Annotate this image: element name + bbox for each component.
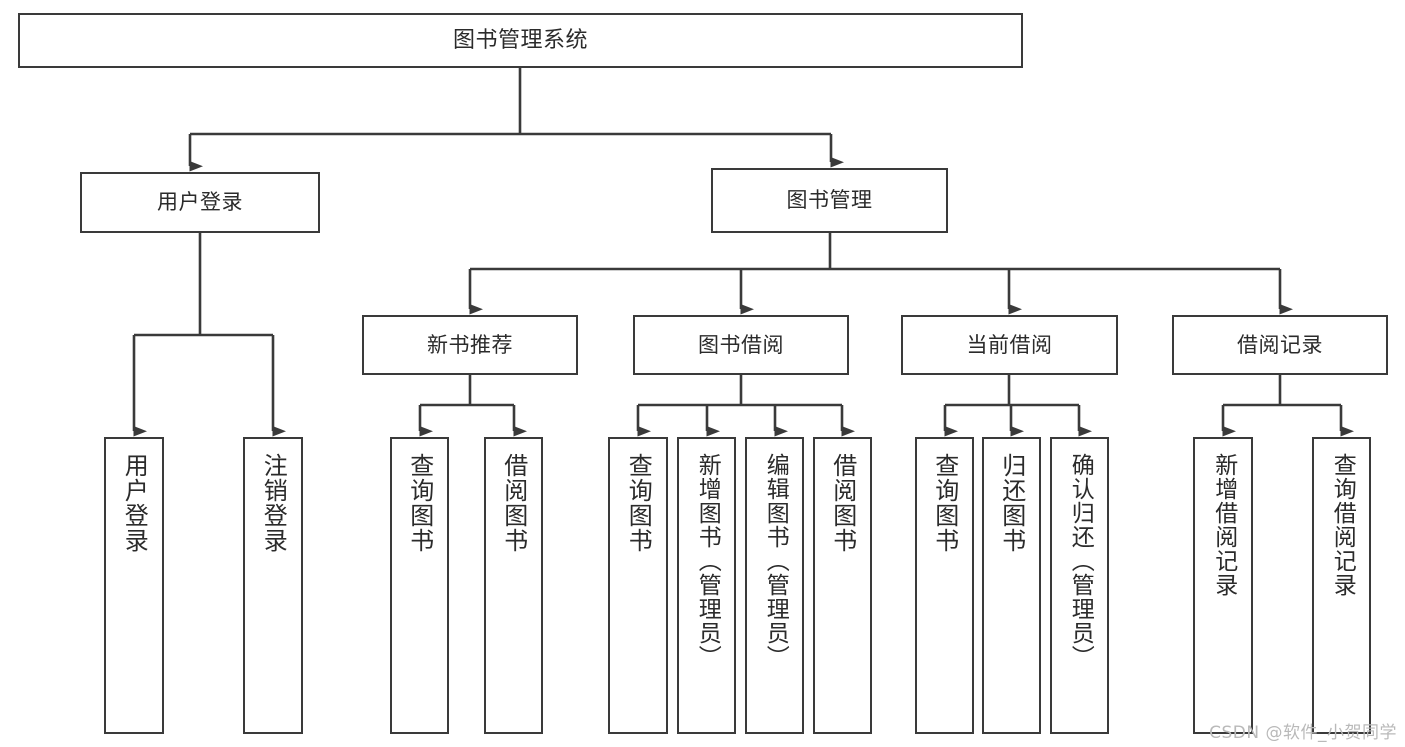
leaf-borrow-book-bb-label: 借阅图书 bbox=[828, 453, 857, 553]
leaf-query-book-cb[interactable]: 查询图书 bbox=[915, 437, 974, 734]
leaf-user-login-label: 用户登录 bbox=[120, 453, 149, 553]
leaf-add-borrow-record[interactable]: 新增借阅记录 bbox=[1193, 437, 1253, 734]
leaf-borrow-book-bb[interactable]: 借阅图书 bbox=[813, 437, 872, 734]
leaf-add-borrow-record-label: 新增借阅记录 bbox=[1210, 453, 1237, 597]
node-current-borrow-label: 当前借阅 bbox=[966, 332, 1053, 357]
leaf-edit-book-admin-label: 编辑图书（管理员） bbox=[762, 453, 789, 669]
node-user-login-label: 用户登录 bbox=[157, 190, 243, 215]
leaf-user-login[interactable]: 用户登录 bbox=[104, 437, 164, 734]
node-root-label: 图书管理系统 bbox=[452, 27, 588, 53]
leaf-query-book-bb[interactable]: 查询图书 bbox=[608, 437, 668, 734]
leaf-borrow-book-nb-label: 借阅图书 bbox=[499, 453, 528, 553]
leaf-logout-label: 注销登录 bbox=[259, 453, 288, 553]
node-new-book-recommend[interactable]: 新书推荐 bbox=[362, 315, 578, 375]
leaf-return-book[interactable]: 归还图书 bbox=[982, 437, 1041, 734]
node-current-borrow[interactable]: 当前借阅 bbox=[901, 315, 1118, 375]
leaf-query-borrow-record[interactable]: 查询借阅记录 bbox=[1312, 437, 1371, 734]
leaf-add-book-admin-label: 新增图书（管理员） bbox=[694, 453, 721, 669]
watermark: CSDN @软件_小贺同学 bbox=[1209, 723, 1397, 743]
leaf-return-book-label: 归还图书 bbox=[997, 453, 1026, 553]
leaf-edit-book-admin[interactable]: 编辑图书（管理员） bbox=[745, 437, 804, 734]
leaf-confirm-return-admin[interactable]: 确认归还（管理员） bbox=[1050, 437, 1109, 734]
node-root[interactable]: 图书管理系统 bbox=[18, 13, 1023, 68]
leaf-borrow-book-nb[interactable]: 借阅图书 bbox=[484, 437, 543, 734]
node-book-management-label: 图书管理 bbox=[786, 188, 873, 213]
leaf-query-book-nb-label: 查询图书 bbox=[405, 453, 434, 553]
leaf-query-book-nb[interactable]: 查询图书 bbox=[390, 437, 449, 734]
leaf-confirm-return-admin-label: 确认归还（管理员） bbox=[1067, 453, 1094, 669]
node-book-management[interactable]: 图书管理 bbox=[711, 168, 948, 233]
leaf-query-book-bb-label: 查询图书 bbox=[624, 453, 653, 553]
leaf-query-book-cb-label: 查询图书 bbox=[930, 453, 959, 553]
node-user-login[interactable]: 用户登录 bbox=[80, 172, 320, 233]
leaf-logout[interactable]: 注销登录 bbox=[243, 437, 303, 734]
leaf-add-book-admin[interactable]: 新增图书（管理员） bbox=[677, 437, 736, 734]
node-borrow-record-label: 借阅记录 bbox=[1237, 332, 1323, 357]
node-book-borrow[interactable]: 图书借阅 bbox=[633, 315, 849, 375]
node-borrow-record[interactable]: 借阅记录 bbox=[1172, 315, 1388, 375]
node-new-book-recommend-label: 新书推荐 bbox=[427, 332, 513, 357]
node-book-borrow-label: 图书借阅 bbox=[698, 332, 784, 357]
leaf-query-borrow-record-label: 查询借阅记录 bbox=[1329, 453, 1356, 597]
